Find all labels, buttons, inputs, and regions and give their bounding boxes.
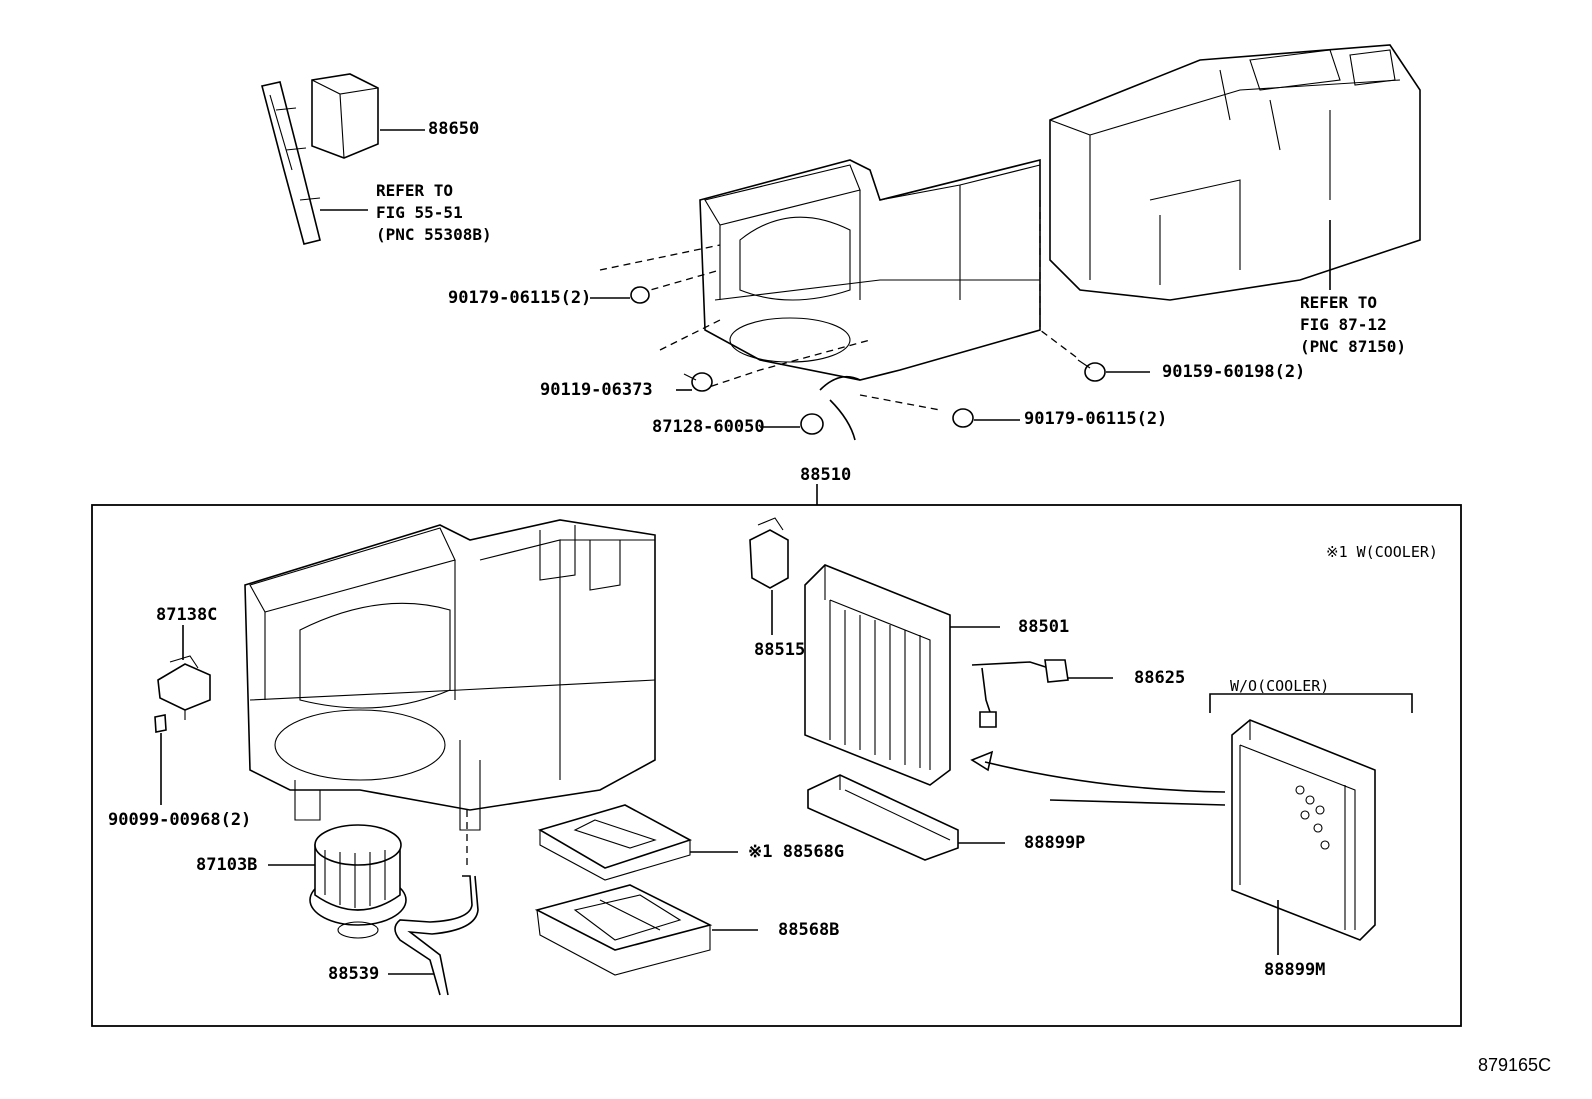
label-88539: 88539: [328, 964, 380, 984]
fasteners-top: [590, 286, 1150, 441]
label-90119-06373: 90119-06373: [540, 380, 653, 400]
resistor-87138c-drawing: [154, 625, 211, 805]
figure-id: 879165C: [1478, 1055, 1552, 1075]
label-90099-00968: 90099-00968(2): [108, 810, 252, 830]
bracket-88650-drawing: [261, 73, 425, 245]
label-87138c: 87138C: [156, 605, 218, 625]
label-88625: 88625: [1134, 668, 1186, 688]
blower-motor-87103b-drawing: [268, 824, 407, 939]
label-88650: 88650: [428, 119, 480, 139]
evaporator-88501-drawing: [804, 564, 1000, 786]
label-88568b: 88568B: [778, 920, 840, 940]
blower-unit-top-drawing: [699, 158, 1041, 381]
expansion-valve-88515-drawing: [749, 517, 789, 635]
label-88501: 88501: [1018, 617, 1070, 637]
label-88899p: 88899P: [1024, 833, 1086, 853]
filter-88568g-drawing: [537, 804, 738, 881]
label-87128-60050: 87128-60050: [652, 417, 765, 437]
label-88510: 88510: [800, 465, 852, 485]
case-88899p-drawing: [807, 774, 1005, 861]
note-w-cooler: ※1 W(COOLER): [1326, 543, 1438, 561]
label-90179-06115-a: 90179-06115(2): [448, 288, 592, 308]
wo-cooler-bracket: [1209, 693, 1413, 713]
heater-core-88899m-drawing: [1231, 719, 1376, 955]
replacement-arrow: [970, 750, 1226, 806]
filter-88568b-drawing: [534, 884, 758, 976]
label-90159-60198: 90159-60198(2): [1162, 362, 1306, 382]
label-88515: 88515: [754, 640, 806, 660]
dashed-assembly-lines: [599, 200, 1081, 411]
refer-note-fig-55-51: REFER TO FIG 55-51 (PNC 55308B): [376, 181, 492, 244]
refer-note-fig-87-12: REFER TO FIG 87-12 (PNC 87150): [1300, 293, 1406, 356]
thermistor-88625-drawing: [971, 659, 1113, 728]
label-88899m: 88899M: [1264, 960, 1326, 980]
label-87103b: 87103B: [196, 855, 258, 875]
label-wo-cooler: W/O(COOLER): [1230, 677, 1330, 695]
blower-unit-box-drawing: [244, 519, 656, 831]
label-90179-06115-b: 90179-06115(2): [1024, 409, 1168, 429]
heater-unit-top-drawing: [1049, 44, 1421, 301]
label-88568g: ※1 88568G: [748, 842, 845, 862]
assembly-box: [91, 504, 1462, 1027]
drain-hose-88539-drawing: [388, 810, 479, 996]
